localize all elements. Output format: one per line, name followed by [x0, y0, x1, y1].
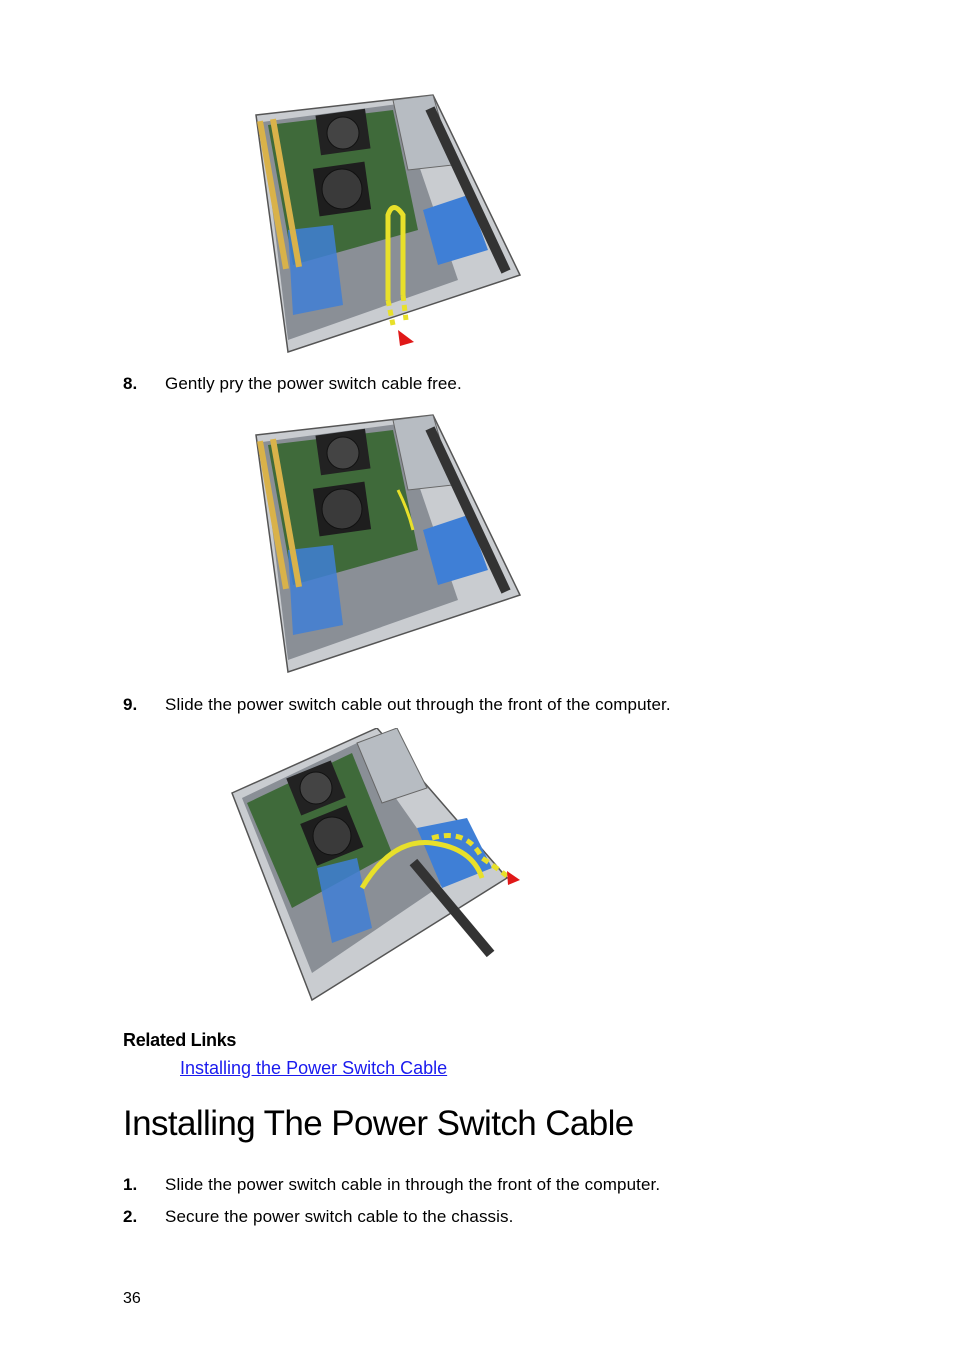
figure-cable-slide-out — [222, 728, 522, 1003]
page-number: 36 — [123, 1290, 141, 1307]
step-number-2: 2. — [123, 1207, 138, 1226]
step-text-2: Secure the power switch cable to the cha… — [165, 1207, 514, 1226]
related-links-heading: Related Links — [123, 1030, 237, 1050]
computer-chassis-cable-route-image — [255, 94, 522, 353]
step-number-9: 9. — [123, 695, 138, 714]
related-link-installing-power-switch-cable[interactable]: Installing the Power Switch Cable — [180, 1058, 448, 1078]
figure-cable-route — [248, 90, 523, 355]
step-text-9: Slide the power switch cable out through… — [165, 695, 671, 714]
section-title: Installing The Power Switch Cable — [123, 1104, 634, 1143]
figure-cable-freed — [248, 410, 523, 675]
step-text-1: Slide the power switch cable in through … — [165, 1175, 661, 1194]
step-number-8: 8. — [123, 374, 138, 393]
step-number-1: 1. — [123, 1175, 138, 1194]
step-text-8: Gently pry the power switch cable free. — [165, 374, 462, 393]
computer-chassis-cable-freed-image — [255, 414, 522, 673]
computer-chassis-cable-slide-out-image — [231, 728, 520, 1002]
